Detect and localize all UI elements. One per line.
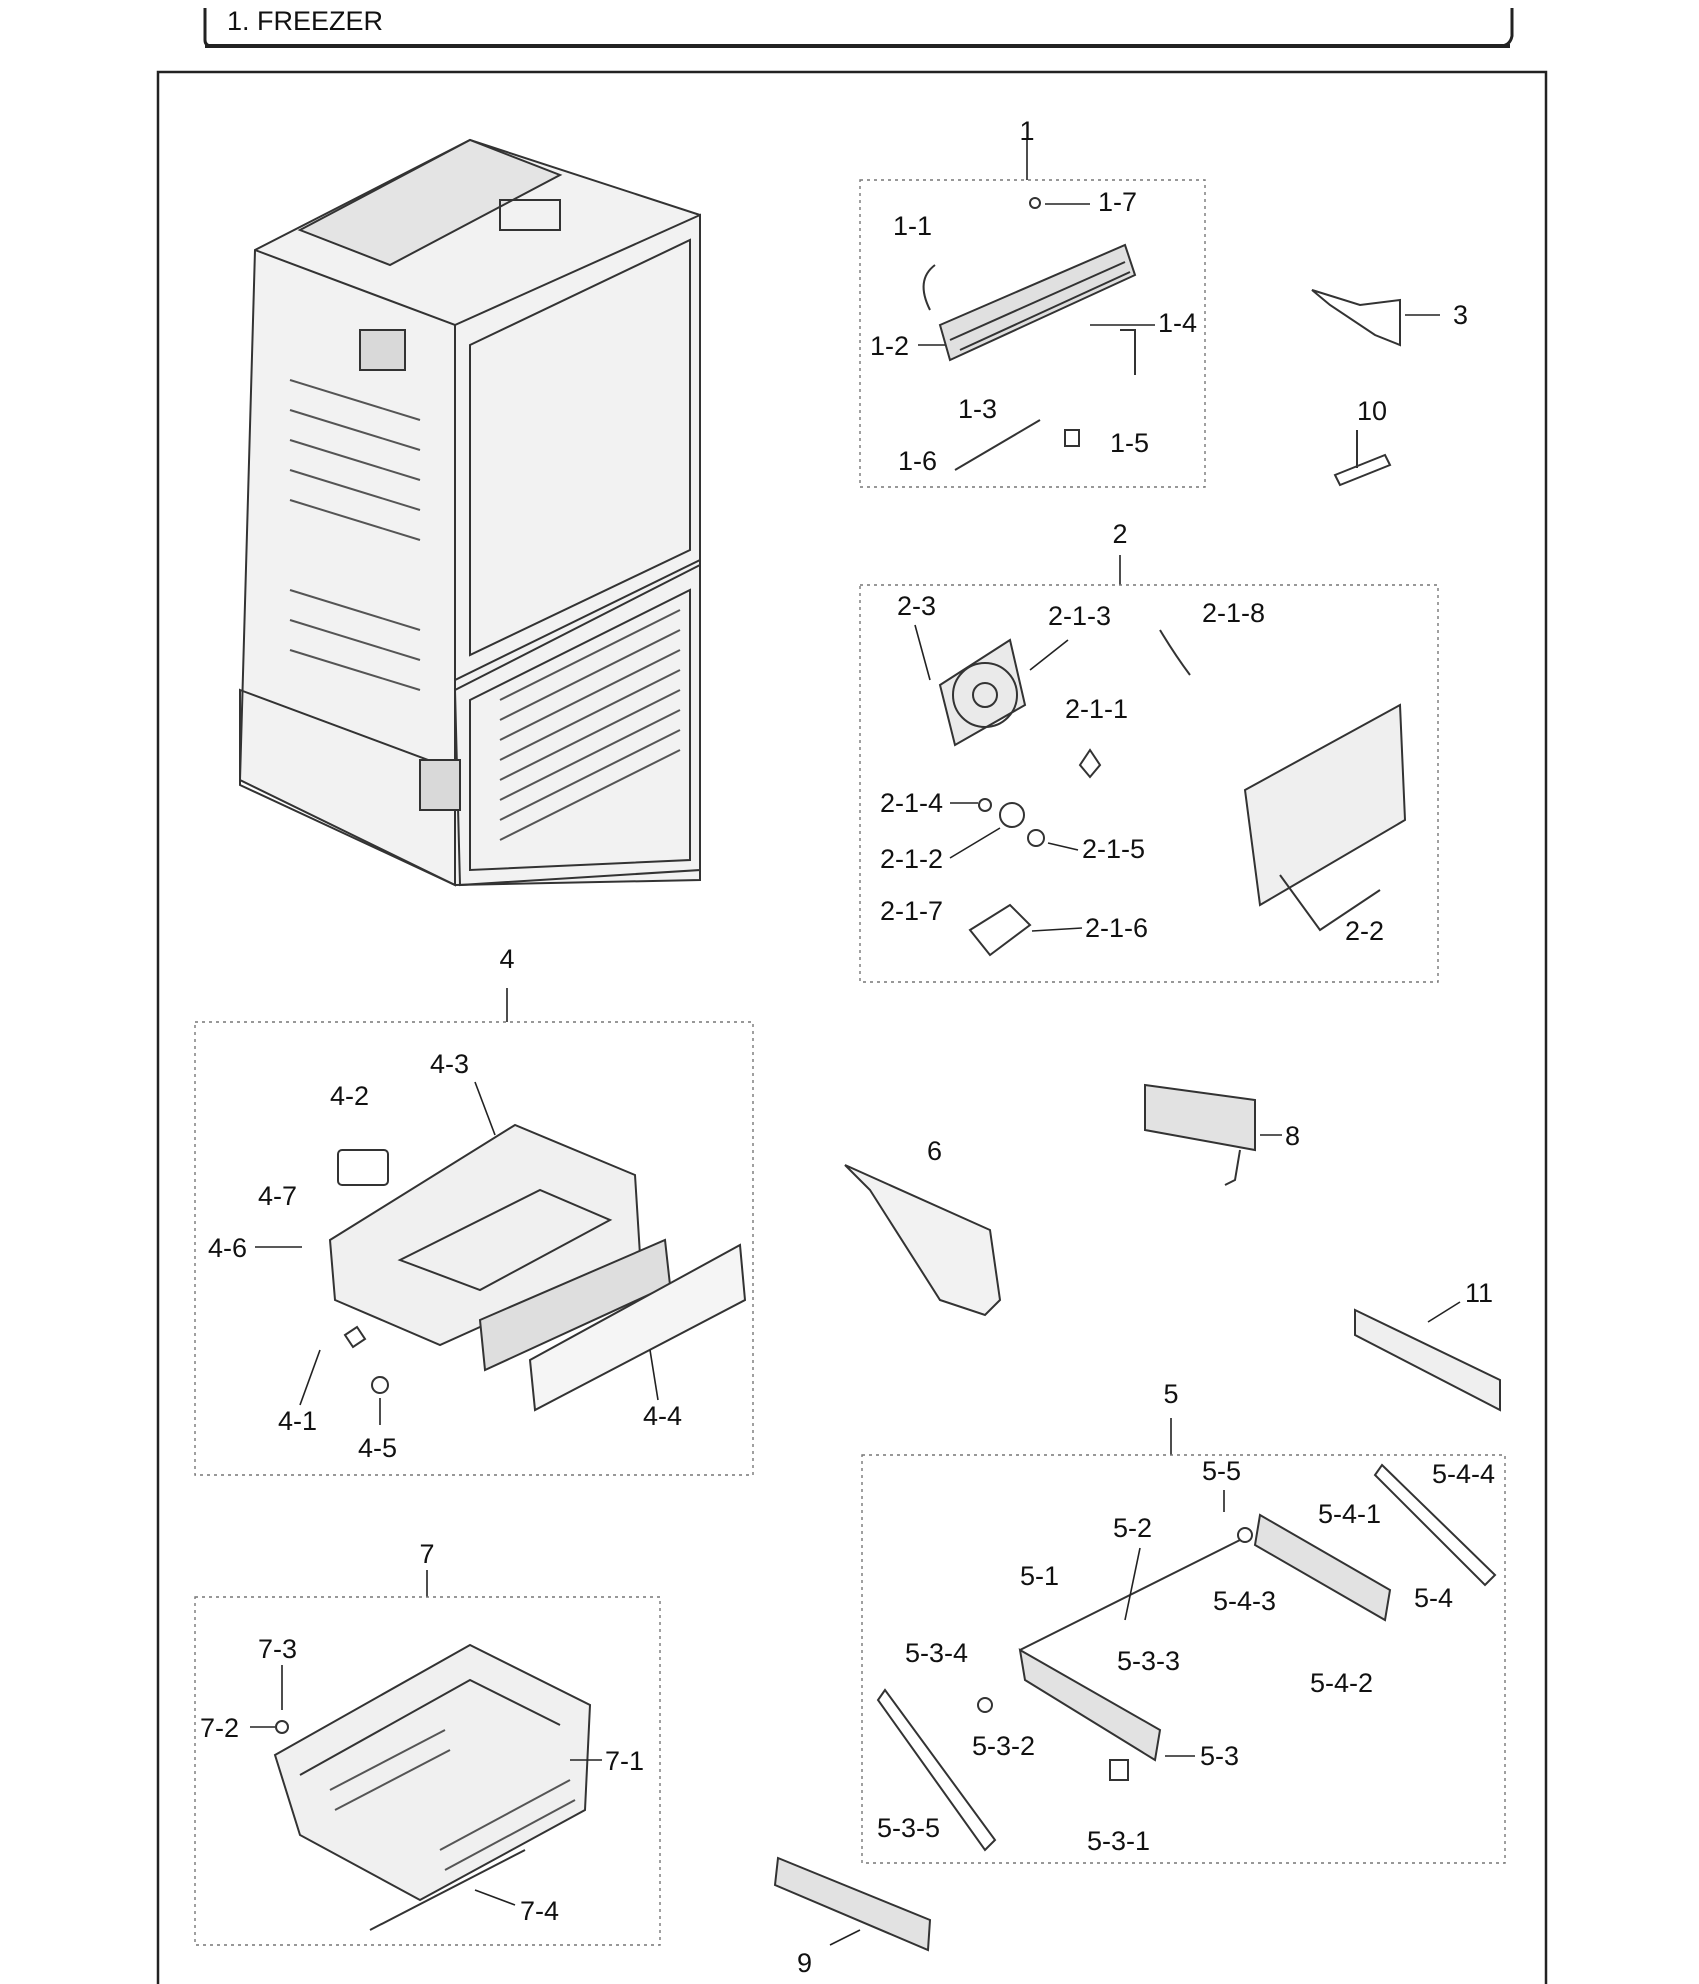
label-2-3: 2-3 (897, 591, 936, 621)
label-2-1-4: 2-1-4 (880, 788, 943, 818)
label-10: 10 (1357, 396, 1387, 426)
label-7-3: 7-3 (258, 1634, 297, 1664)
icemaker-8 (1144, 1083, 1256, 1186)
label-5-3-3: 5-3-3 (1117, 1646, 1180, 1676)
label-4-4: 4-4 (643, 1401, 682, 1431)
basket-assembly (273, 1643, 592, 1931)
label-1-3: 1-3 (958, 394, 997, 424)
label-5-4: 5-4 (1414, 1583, 1453, 1613)
evaporator-part (922, 197, 1137, 471)
label-5-2: 5-2 (1113, 1513, 1152, 1543)
label-2: 2 (1112, 519, 1127, 549)
label-9: 9 (797, 1948, 812, 1978)
label-4: 4 (499, 944, 514, 974)
group-2-box (859, 584, 1439, 983)
label-5-4-3: 5-4-3 (1213, 1586, 1276, 1616)
label-4-2: 4-2 (330, 1081, 369, 1111)
group-1-box (859, 179, 1206, 488)
group-4-box (194, 1021, 754, 1476)
bracket-10 (1333, 430, 1392, 487)
label-6: 6 (927, 1136, 942, 1166)
label-5-3-2: 5-3-2 (972, 1731, 1035, 1761)
label-5-4-1: 5-4-1 (1318, 1499, 1381, 1529)
drawer-assembly (328, 1123, 747, 1412)
label-4-7: 4-7 (258, 1181, 297, 1211)
rail-assembly (876, 1463, 1497, 1852)
label-2-1-8: 2-1-8 (1202, 598, 1265, 628)
section-header: 1. FREEZER (203, 6, 1514, 48)
label-1: 1 (1019, 116, 1034, 146)
label-4-1: 4-1 (278, 1406, 317, 1436)
label-11: 11 (1465, 1278, 1493, 1308)
label-1-1: 1-1 (893, 211, 932, 241)
label-5-1: 5-1 (1020, 1561, 1059, 1591)
label-2-1-1: 2-1-1 (1065, 694, 1128, 724)
group-5-box (861, 1454, 1506, 1864)
section-title: 1. FREEZER (227, 6, 383, 36)
fan-assembly (938, 629, 1407, 957)
divider-6 (844, 1164, 1002, 1317)
label-1-5: 1-5 (1110, 428, 1149, 458)
freezer-cabinet (238, 138, 701, 887)
label-2-1-5: 2-1-5 (1082, 834, 1145, 864)
cover-9 (773, 1856, 932, 1952)
label-4-6: 4-6 (208, 1233, 247, 1263)
label-2-1-3: 2-1-3 (1048, 601, 1111, 631)
label-5-3: 5-3 (1200, 1741, 1239, 1771)
label-1-7: 1-7 (1098, 187, 1137, 217)
label-4-5: 4-5 (358, 1433, 397, 1463)
label-2-1-2: 2-1-2 (880, 844, 943, 874)
label-5-5: 5-5 (1202, 1456, 1241, 1486)
label-2-2: 2-2 (1345, 916, 1384, 946)
group-7-box (194, 1596, 661, 1946)
label-5: 5 (1163, 1379, 1178, 1409)
label-7-2: 7-2 (200, 1713, 239, 1743)
label-2-1-6: 2-1-6 (1085, 913, 1148, 943)
label-5-4-2: 5-4-2 (1310, 1668, 1373, 1698)
label-4-3: 4-3 (430, 1049, 469, 1079)
label-5-4-4: 5-4-4 (1432, 1459, 1495, 1489)
label-5-3-5: 5-3-5 (877, 1813, 940, 1843)
label-1-6: 1-6 (898, 446, 937, 476)
diagram-frame (156, 70, 1548, 1984)
rail-11 (1354, 1308, 1501, 1412)
label-5-3-1: 5-3-1 (1087, 1826, 1150, 1856)
label-2-1-7: 2-1-7 (880, 896, 943, 926)
label-5-3-4: 5-3-4 (905, 1638, 968, 1668)
label-7: 7 (419, 1539, 434, 1569)
label-3: 3 (1453, 300, 1468, 330)
label-8: 8 (1285, 1121, 1300, 1151)
label-1-2: 1-2 (870, 331, 909, 361)
label-7-1: 7-1 (605, 1746, 644, 1776)
label-7-4: 7-4 (520, 1896, 559, 1926)
bracket-3 (1311, 289, 1401, 347)
label-1-4: 1-4 (1158, 308, 1197, 338)
